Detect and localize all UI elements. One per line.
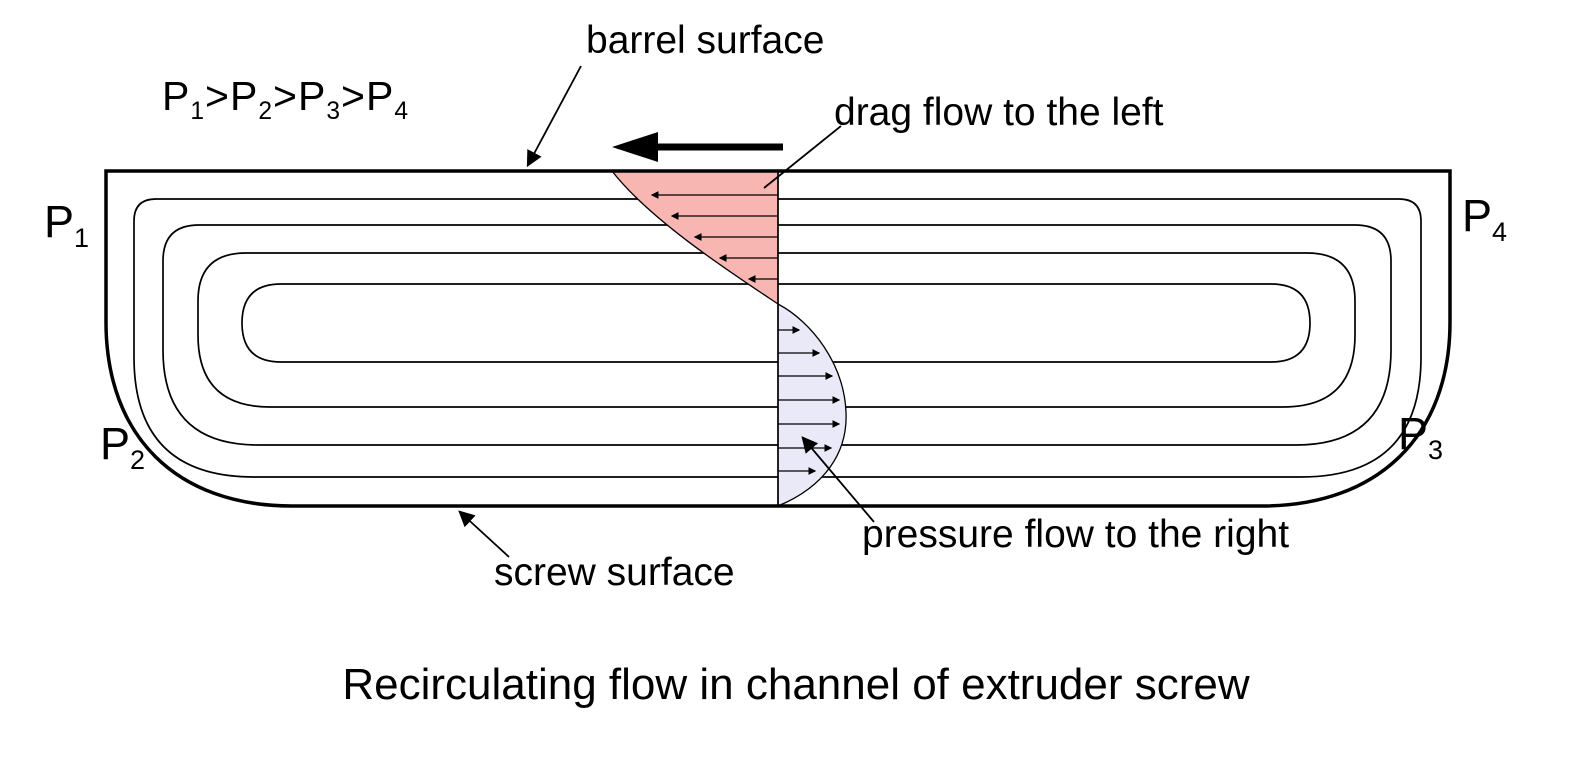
pressure-flow-leader bbox=[801, 436, 875, 523]
pressure-symbol: P bbox=[298, 73, 327, 119]
pressure-label-p3: P3 bbox=[1398, 408, 1443, 466]
streamline-2 bbox=[162, 224, 1392, 446]
drag-flow-label: drag flow to the left bbox=[834, 91, 1164, 134]
pressure-symbol: P bbox=[230, 73, 259, 119]
pressure-label-p1: P1 bbox=[44, 196, 89, 254]
streamline-inner bbox=[241, 283, 1311, 363]
pressure-symbol: P bbox=[162, 73, 191, 119]
greater-than-sign: > bbox=[273, 73, 298, 119]
pressure-subscript: 2 bbox=[258, 98, 274, 126]
pressure-subscript: 2 bbox=[130, 445, 146, 475]
pressure-subscript: 3 bbox=[326, 98, 342, 126]
pressure-subscript: 4 bbox=[1492, 217, 1508, 247]
screw-surface-leader bbox=[458, 510, 510, 558]
barrel-motion-arrow bbox=[612, 132, 783, 162]
drag-flow-leader bbox=[763, 125, 842, 189]
screw-surface-label: screw surface bbox=[494, 551, 735, 594]
greater-than-sign: > bbox=[205, 73, 230, 119]
streamline-outer bbox=[133, 198, 1422, 478]
pressure-symbol: P bbox=[100, 418, 131, 469]
pressure-symbol: P bbox=[44, 196, 75, 247]
barrel-surface-label: barrel surface bbox=[586, 19, 825, 62]
streamline-3 bbox=[197, 252, 1356, 408]
drag-flow-arrows bbox=[650, 191, 778, 283]
pressure-subscript: 3 bbox=[1428, 435, 1444, 465]
barrel-surface-leader bbox=[526, 65, 582, 168]
pressure-symbol: P bbox=[1398, 408, 1429, 459]
pressure-label-p4: P4 bbox=[1462, 190, 1507, 248]
barrel-motion-arrowhead bbox=[612, 132, 658, 162]
pressure-flow-region bbox=[777, 302, 847, 507]
pressure-subscript: 1 bbox=[74, 223, 90, 253]
pressure-symbol: P bbox=[366, 73, 395, 119]
pressure-flow-label: pressure flow to the right bbox=[862, 513, 1290, 556]
pressure-subscript: 1 bbox=[190, 98, 206, 126]
greater-than-sign: > bbox=[341, 73, 366, 119]
channel-outline bbox=[104, 169, 1452, 508]
streamlines bbox=[133, 198, 1422, 478]
pressure-symbol: P bbox=[1462, 190, 1493, 241]
pressure-label-p2: P2 bbox=[100, 418, 145, 476]
pressure-subscript: 4 bbox=[394, 98, 410, 126]
figure-caption: Recirculating flow in channel of extrude… bbox=[342, 660, 1250, 709]
pressure-inequality: P1>P2>P3>P4 bbox=[162, 73, 410, 126]
